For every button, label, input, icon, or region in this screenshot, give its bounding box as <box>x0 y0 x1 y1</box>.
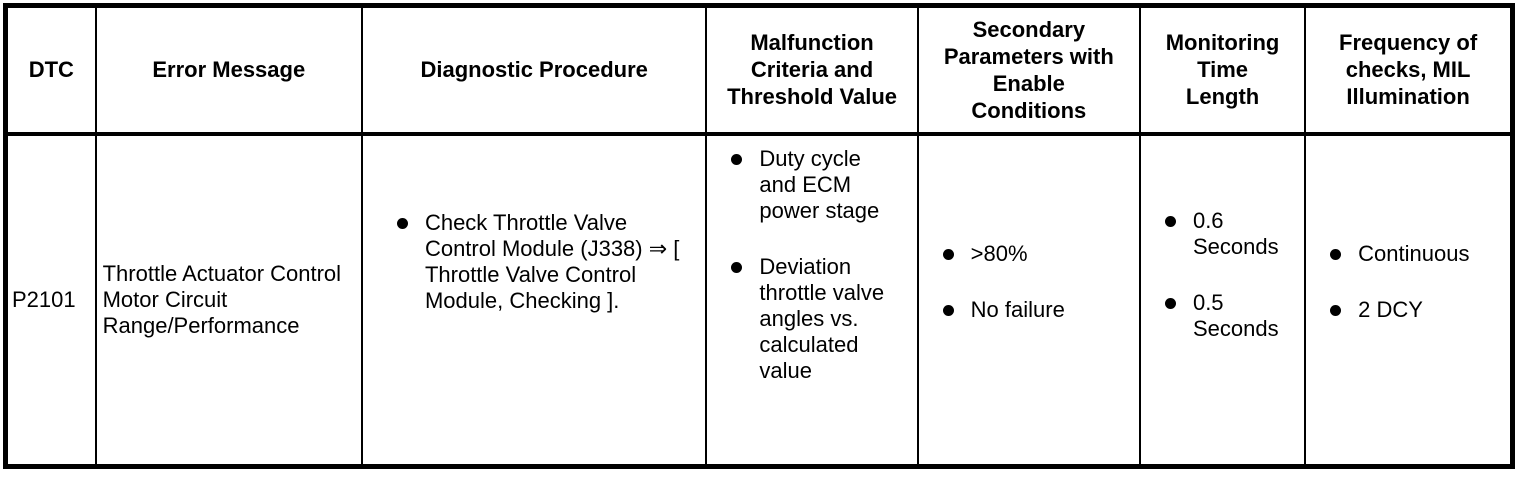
table-row: P2101 Throttle Actuator Control Motor Ci… <box>4 132 1514 468</box>
header-malfunction-criteria: Malfunction Criteria and Threshold Value <box>705 4 919 136</box>
bullet-text: Check Throttle Valve Control Module (J33… <box>424 209 680 313</box>
header-frequency: Frequency of checks, MIL Illumination <box>1304 4 1514 136</box>
list-item: 2 DCY <box>1330 297 1502 323</box>
frequency-list: Continuous 2 DCY <box>1330 241 1502 323</box>
bullet-icon <box>1330 248 1342 260</box>
cell-error-message: Throttle Actuator Control Motor Circuit … <box>94 132 363 468</box>
table-body: P2101 Throttle Actuator Control Motor Ci… <box>4 132 1514 468</box>
bullet-icon <box>942 248 954 260</box>
list-item: No failure <box>942 296 1131 323</box>
list-item: 0.5 Seconds <box>1164 289 1300 342</box>
header-secondary-parameters: Secondary Parameters with Enable Conditi… <box>916 4 1141 136</box>
diagnostic-procedure-list: Check Throttle Valve Control Module (J33… <box>396 209 681 314</box>
cell-monitoring-time: 0.6 Seconds 0.5 Seconds <box>1138 132 1307 468</box>
cell-secondary-parameters: >80% No failure <box>916 132 1141 468</box>
secondary-parameters-list: >80% No failure <box>942 240 1131 323</box>
bullet-icon <box>1164 215 1176 227</box>
dtc-table: DTC Error Message Diagnostic Procedure M… <box>3 3 1515 469</box>
bullet-text: >80% <box>970 240 1028 266</box>
bullet-icon <box>1330 304 1342 316</box>
bullet-icon <box>731 261 743 273</box>
cell-dtc-code: P2101 <box>4 132 97 468</box>
bullet-text: 0.5 Seconds <box>1192 289 1279 341</box>
bullet-text: Deviation throttle valve angles vs. calc… <box>759 253 885 383</box>
bullet-icon <box>942 304 954 316</box>
bullet-text: No failure <box>970 296 1065 322</box>
malfunction-criteria-list: Duty cycle and ECM power stage Deviation… <box>731 146 896 384</box>
header-monitoring-time: Monitoring Time Length <box>1138 4 1307 136</box>
cell-diagnostic-procedure: Check Throttle Valve Control Module (J33… <box>360 132 708 468</box>
bullet-text: Continuous <box>1358 240 1470 266</box>
bullet-text: 0.6 Seconds <box>1192 207 1279 259</box>
list-item: 0.6 Seconds <box>1164 207 1300 260</box>
header-row: DTC Error Message Diagnostic Procedure M… <box>4 4 1514 136</box>
list-item: >80% <box>942 240 1131 267</box>
header-dtc: DTC <box>4 4 97 136</box>
table-header: DTC Error Message Diagnostic Procedure M… <box>4 4 1514 136</box>
list-item: Duty cycle and ECM power stage <box>731 146 896 224</box>
bullet-text: 2 DCY <box>1358 296 1423 322</box>
list-item: Check Throttle Valve Control Module (J33… <box>396 209 681 314</box>
bullet-icon <box>1164 297 1176 309</box>
list-item: Continuous <box>1330 241 1502 267</box>
bullet-icon <box>396 217 408 229</box>
bullet-text: Duty cycle and ECM power stage <box>759 145 880 223</box>
cell-frequency: Continuous 2 DCY <box>1304 132 1514 468</box>
cell-malfunction-criteria: Duty cycle and ECM power stage Deviation… <box>705 132 919 468</box>
header-diagnostic-procedure: Diagnostic Procedure <box>360 4 708 136</box>
bullet-icon <box>731 153 743 165</box>
list-item: Deviation throttle valve angles vs. calc… <box>731 254 896 384</box>
monitoring-time-list: 0.6 Seconds 0.5 Seconds <box>1164 207 1300 342</box>
header-error-message: Error Message <box>94 4 363 136</box>
